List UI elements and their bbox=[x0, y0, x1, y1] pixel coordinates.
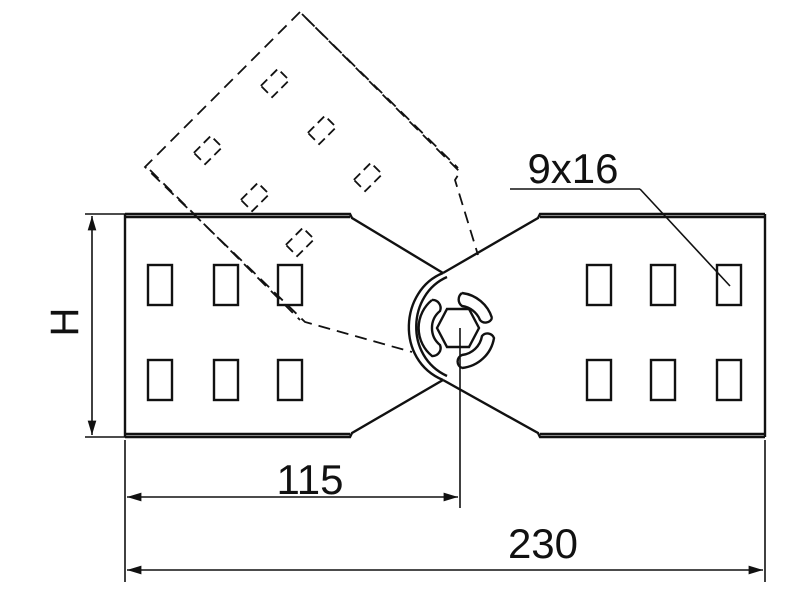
height-label: H bbox=[43, 308, 87, 337]
dimension-230: 230 bbox=[508, 520, 578, 567]
height-dimension: H bbox=[43, 213, 125, 438]
length-dimensions: 115 230 bbox=[124, 440, 766, 582]
slot-bottom bbox=[456, 332, 496, 370]
hinge-joint bbox=[407, 271, 496, 508]
right-plate bbox=[442, 212, 767, 439]
dimension-115: 115 bbox=[277, 456, 344, 503]
left-plate bbox=[123, 212, 444, 439]
slot-top bbox=[457, 291, 494, 324]
hole-callout: 9x16 bbox=[510, 145, 731, 287]
hole-size-label: 9x16 bbox=[527, 145, 618, 192]
slot-left bbox=[417, 298, 442, 358]
rotated-plate-ghost bbox=[143, 11, 479, 353]
hex-bolt-icon bbox=[435, 307, 481, 349]
